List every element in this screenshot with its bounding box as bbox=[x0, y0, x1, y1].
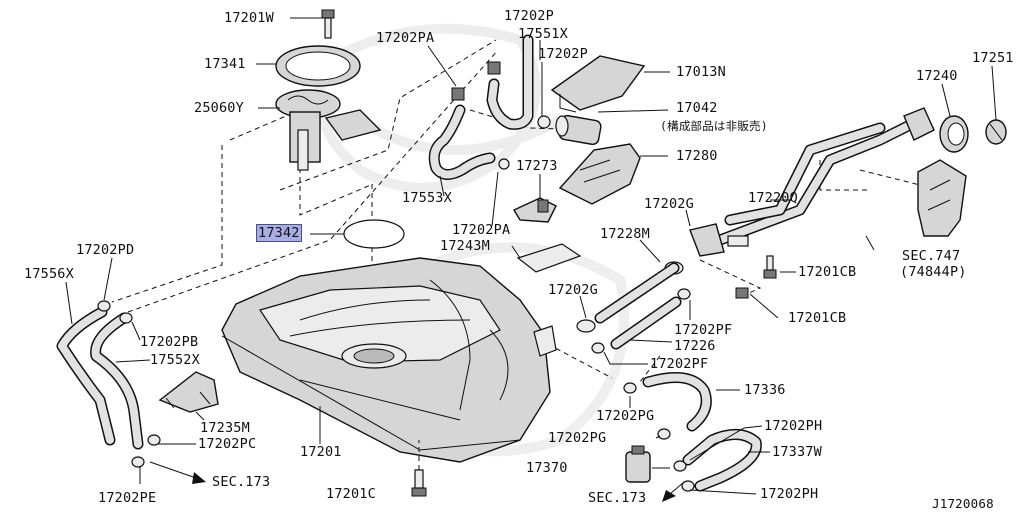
panel-sec747 bbox=[917, 159, 967, 237]
label-17201C: 17201C bbox=[326, 486, 376, 502]
hose-17336 bbox=[623, 372, 712, 440]
hose-17551X bbox=[486, 34, 551, 130]
label-17202PE: 17202PE bbox=[98, 490, 157, 506]
bracket-17235M bbox=[158, 371, 219, 413]
clamp-17202G-mid bbox=[576, 319, 596, 333]
label-17342-highlighted[interactable]: 17342 bbox=[256, 224, 302, 242]
bracket-17273 bbox=[512, 197, 557, 223]
label-17202PH-top: 17202PH bbox=[764, 418, 823, 434]
label-17337W: 17337W bbox=[772, 444, 822, 460]
diagram-code: J1720068 bbox=[932, 496, 994, 511]
hose-17552X bbox=[90, 312, 144, 450]
label-17228M: 17228M bbox=[600, 226, 650, 242]
label-sec747-sub: (74844P) bbox=[900, 264, 967, 280]
cover-17280 bbox=[558, 143, 641, 205]
label-17202PH-bot: 17202PH bbox=[760, 486, 819, 502]
label-17552X: 17552X bbox=[150, 352, 200, 368]
label-sec173-left: SEC.173 bbox=[212, 474, 271, 490]
label-17042-note: (構成部品は非販売) bbox=[660, 119, 768, 133]
label-17202PA-top: 17202PA bbox=[376, 30, 435, 46]
label-17370: 17370 bbox=[526, 460, 568, 476]
bolt-17201W bbox=[321, 9, 335, 39]
clamp-17202PF bbox=[591, 288, 691, 354]
label-17202P-top: 17202P bbox=[504, 8, 554, 24]
clamp-17202PA-mid bbox=[498, 158, 510, 170]
hose-17228M bbox=[594, 262, 680, 324]
fuel-tank-17201 bbox=[221, 257, 557, 463]
label-17202PF-top: 17202PF bbox=[674, 322, 733, 338]
fuel-filter-17370 bbox=[625, 445, 651, 483]
label-17556X: 17556X bbox=[24, 266, 74, 282]
hose-17553X bbox=[428, 87, 496, 180]
label-17201: 17201 bbox=[300, 444, 342, 460]
retainer-ring-17341 bbox=[275, 45, 361, 87]
label-17273: 17273 bbox=[516, 158, 558, 174]
filler-tube-17220Q bbox=[689, 107, 935, 257]
label-17202PA-mid: 17202PA bbox=[452, 222, 511, 238]
label-17551X: 17551X bbox=[518, 26, 568, 42]
label-17220Q: 17220Q bbox=[748, 190, 798, 206]
label-sec173-right: SEC.173 bbox=[588, 490, 647, 506]
label-17553X: 17553X bbox=[402, 190, 452, 206]
label-17202PG-top: 17202PG bbox=[596, 408, 655, 424]
label-17235M: 17235M bbox=[200, 420, 250, 436]
label-plate-17243M bbox=[516, 243, 582, 273]
label-17226: 17226 bbox=[674, 338, 716, 354]
clamps-left bbox=[97, 300, 161, 468]
label-17251: 17251 bbox=[972, 50, 1014, 66]
label-25060Y: 25060Y bbox=[194, 100, 244, 116]
label-17042: 17042 bbox=[676, 100, 718, 116]
bracket-17013N bbox=[550, 55, 646, 113]
label-17280: 17280 bbox=[676, 148, 718, 164]
gasket-17342 bbox=[343, 219, 405, 249]
label-17202PG-bot: 17202PG bbox=[548, 430, 607, 446]
fuel-pump-17042 bbox=[555, 114, 602, 146]
label-17202PF-bot: 17202PF bbox=[650, 356, 709, 372]
label-17243M: 17243M bbox=[440, 238, 490, 254]
label-17202G-top: 17202G bbox=[644, 196, 694, 212]
label-17202P-mid: 17202P bbox=[538, 46, 588, 62]
label-sec747: SEC.747 bbox=[902, 248, 961, 264]
label-17201W: 17201W bbox=[224, 10, 274, 26]
leader-lines bbox=[65, 17, 997, 495]
hose-17556X bbox=[56, 306, 116, 446]
seal-ring-17240 bbox=[939, 115, 969, 153]
label-17013N: 17013N bbox=[676, 64, 726, 80]
hose-17337W bbox=[673, 429, 762, 492]
label-17336: 17336 bbox=[744, 382, 786, 398]
filler-cap-17251 bbox=[985, 119, 1007, 145]
hose-17226 bbox=[610, 296, 682, 350]
bolt-17201CB bbox=[735, 255, 777, 299]
arrows-sec173 bbox=[149, 461, 685, 502]
label-17202PD: 17202PD bbox=[76, 242, 135, 258]
label-17341: 17341 bbox=[204, 56, 246, 72]
label-17201CB-bot: 17201CB bbox=[788, 310, 847, 326]
label-17202PC: 17202PC bbox=[198, 436, 257, 452]
label-17202G-mid: 17202G bbox=[548, 282, 598, 298]
label-17202PB: 17202PB bbox=[140, 334, 199, 350]
label-17201CB-top: 17201CB bbox=[798, 264, 857, 280]
fuel-sender-25060Y bbox=[275, 89, 382, 171]
bolt-17201C bbox=[411, 440, 427, 497]
label-17240: 17240 bbox=[916, 68, 958, 84]
